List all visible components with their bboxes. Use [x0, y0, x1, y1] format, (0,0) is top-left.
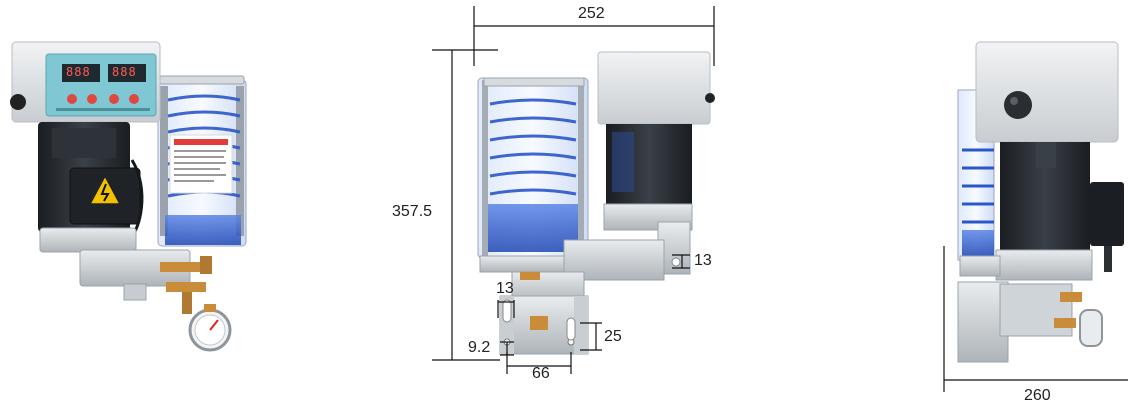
pump-photo-left [10, 41, 247, 352]
pump-side-view [957, 41, 1124, 363]
dimension-bracket-slot: 13 [694, 252, 712, 269]
dimension-lines-side [943, 246, 1128, 392]
dimension-side-depth: 260 [1024, 387, 1051, 404]
dimension-lines-front [432, 6, 715, 374]
display-left-readout: 888 [66, 65, 91, 79]
dimension-height: 357.5 [392, 203, 433, 220]
display-right-readout: 888 [112, 65, 137, 79]
dimension-foot-offset: 9.2 [468, 339, 491, 356]
dimension-foot-spacing: 66 [532, 365, 550, 382]
dimension-top-width: 252 [578, 5, 605, 22]
pump-front-view [477, 51, 715, 355]
dimension-foot-slot-width: 13 [496, 280, 514, 297]
dimension-foot-slot-height: 25 [604, 328, 622, 345]
